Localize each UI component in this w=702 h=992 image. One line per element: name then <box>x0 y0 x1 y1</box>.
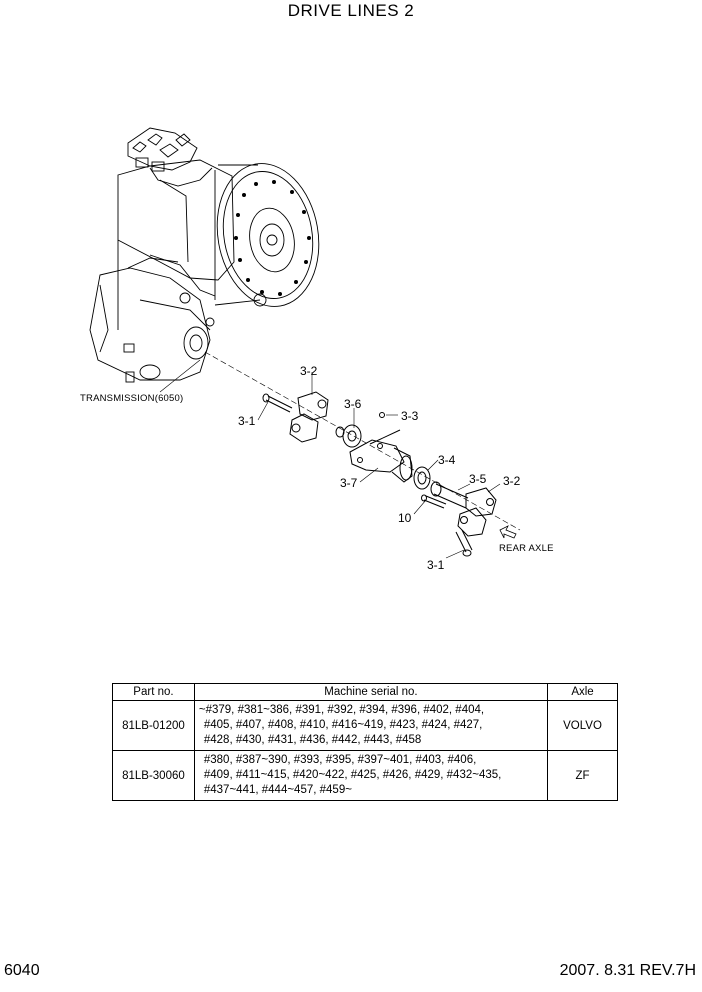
revision-date: 2007. 8.31 REV.7H <box>559 962 696 979</box>
serial-line: #405, #407, #408, #410, #416~419, #423, … <box>203 719 483 731</box>
table-header-row: Part no. Machine serial no. Axle <box>112 683 618 701</box>
table-row: 81LB-01200 ~#379, #381~386, #391, #392, … <box>112 700 618 751</box>
callout-10: 10 <box>398 511 412 525</box>
page-title: DRIVE LINES 2 <box>287 1 415 20</box>
washer <box>335 424 362 448</box>
axle-cell: ZF <box>547 750 618 801</box>
serial-line: #428, #430, #431, #436, #442, #443, #458 <box>203 734 422 746</box>
callout-3-1-left: 3-1 <box>238 414 256 428</box>
drive-axis-line <box>204 351 521 531</box>
rear-axle-label: REAR AXLE <box>499 543 554 554</box>
callout-3-2-right: 3-2 <box>503 474 521 488</box>
part-number-cell: 81LB-30060 <box>112 750 195 801</box>
leader-lines <box>159 359 501 559</box>
serial-cell: #380, #387~390, #393, #395, #397~401, #4… <box>193 750 549 801</box>
universal-joint-upper <box>289 391 329 443</box>
table-row: 81LB-30060 #380, #387~390, #393, #395, #… <box>112 750 618 801</box>
rear-axle-arrow <box>499 525 517 539</box>
callout-3-2-upper: 3-2 <box>300 364 318 378</box>
callout-3-5: 3-5 <box>469 472 487 486</box>
grease-nipple <box>379 412 385 418</box>
axle-cell: VOLVO <box>547 700 618 751</box>
serial-line: #380, #387~390, #393, #395, #397~401, #4… <box>203 754 477 766</box>
transmission-label: TRANSMISSION(6050) <box>80 393 184 404</box>
serial-line: #409, #411~415, #420~422, #425, #426, #4… <box>203 769 502 781</box>
bolt-bottom <box>455 529 473 557</box>
bolt-10 <box>421 494 447 509</box>
callout-3-3: 3-3 <box>401 409 419 423</box>
universal-joint-lower <box>457 487 497 537</box>
slip-yoke <box>349 429 413 483</box>
header-part-no: Part no. <box>112 683 195 701</box>
page-number: 6040 <box>4 962 40 979</box>
serial-cell: ~#379, #381~386, #391, #392, #394, #396,… <box>193 700 549 751</box>
callout-3-1-bottom: 3-1 <box>427 558 445 572</box>
header-axle: Axle <box>547 683 618 701</box>
header-serial-no: Machine serial no. <box>193 683 549 701</box>
callout-3-6: 3-6 <box>344 397 362 411</box>
parts-table: Part no. Machine serial no. Axle 81LB-01… <box>112 683 618 801</box>
splined-shaft <box>430 481 469 509</box>
serial-line: ~#379, #381~386, #391, #392, #394, #396,… <box>198 704 485 716</box>
serial-line: #437~441, #444~457, #459~ <box>203 784 352 796</box>
callout-3-7: 3-7 <box>340 476 358 490</box>
part-number-cell: 81LB-01200 <box>112 700 195 751</box>
bearing-ring <box>413 466 431 490</box>
transmission-illustration <box>89 127 320 383</box>
exploded-parts-diagram <box>89 127 521 559</box>
bolt-left <box>262 393 293 413</box>
callout-3-4: 3-4 <box>438 453 456 467</box>
